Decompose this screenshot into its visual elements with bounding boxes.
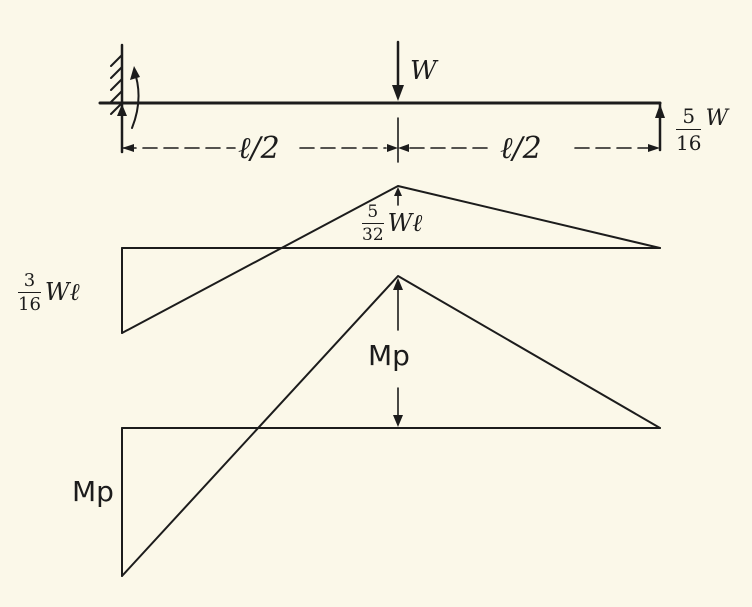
plastic-moment-diagram [121, 275, 661, 577]
right-reaction-fraction: 5 16 [676, 104, 702, 155]
span-dimension-line [121, 117, 660, 163]
elastic-peak-moment-label: 5 32 Wℓ [362, 202, 423, 245]
elastic-moment-diagram [121, 185, 661, 334]
right-reaction-arrow-icon [655, 101, 665, 152]
elastic-peak-fraction: 5 32 [362, 202, 384, 245]
fixed-end-moment-arrow-icon [130, 66, 140, 129]
load-label: W [410, 56, 437, 86]
elastic-support-moment-label: 3 16 Wℓ [18, 270, 80, 315]
left-reaction-arrow-icon [117, 104, 127, 133]
span-right-label: ℓ/2 [500, 131, 542, 166]
span-left-label: ℓ/2 [238, 131, 280, 166]
fixed-support [110, 43, 124, 154]
plastic-support-moment-label: Mp [72, 475, 114, 508]
point-load-arrow-icon [392, 40, 404, 101]
right-reaction-label: 5 16 W [676, 104, 729, 155]
plastic-peak-moment-label: Mp [368, 339, 410, 372]
elastic-support-fraction: 3 16 [18, 270, 41, 315]
